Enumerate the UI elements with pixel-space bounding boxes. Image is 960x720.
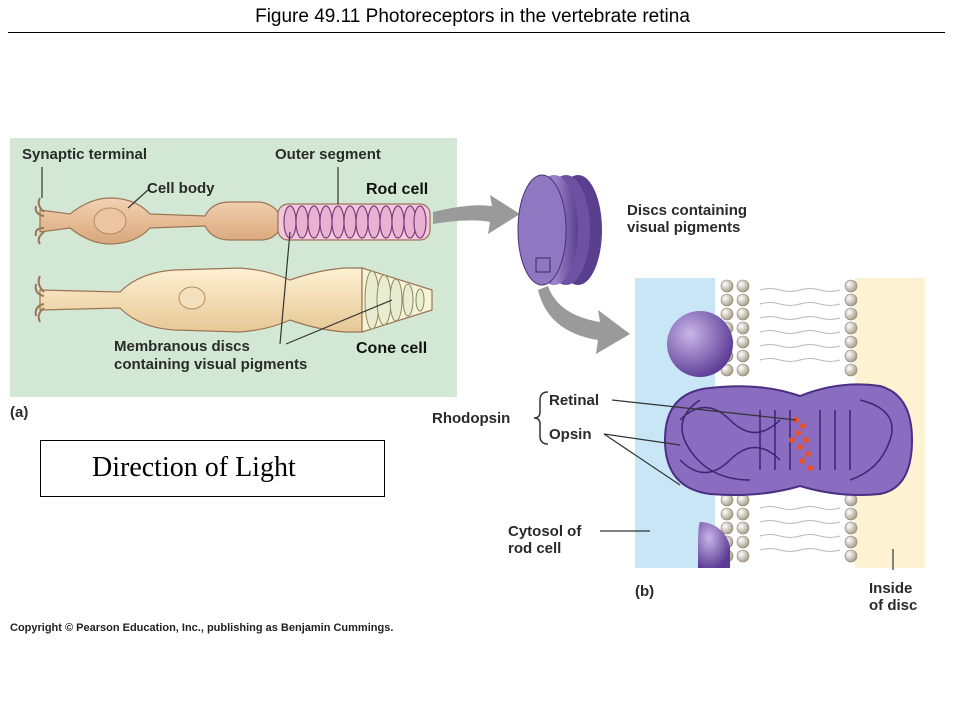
retinal-molecule xyxy=(789,417,813,471)
panel-a-background xyxy=(10,138,457,397)
rhodopsin-protein xyxy=(663,383,914,496)
panel-a-leader-lines xyxy=(41,167,393,345)
label-opsin: Opsin xyxy=(549,426,592,443)
figure-title: Figure 49.11 Photoreceptors in the verte… xyxy=(255,6,690,27)
panel-b-illustration xyxy=(635,278,925,568)
rhodopsin-brace xyxy=(533,391,549,445)
protein-sphere-bottom xyxy=(698,521,730,568)
label-cone-cell: Cone cell xyxy=(356,340,428,357)
label-cell-body: Cell body xyxy=(147,180,215,197)
protein-sphere-top xyxy=(667,311,733,377)
panel-b-leader-lines xyxy=(600,399,894,570)
rod-cell-illustration xyxy=(34,197,431,245)
cone-cell-illustration xyxy=(34,267,433,333)
copyright-notice: Copyright © Pearson Education, Inc., pub… xyxy=(10,622,394,634)
label-inside-2: of disc xyxy=(869,597,918,614)
title-divider xyxy=(8,32,945,33)
label-rhodopsin: Rhodopsin xyxy=(432,410,511,427)
label-membranous-discs-2: containing visual pigments xyxy=(114,356,308,373)
label-discs-2: visual pigments xyxy=(627,219,741,236)
discs-stack-illustration xyxy=(517,174,602,286)
label-cytosol-1: Cytosol of xyxy=(508,523,582,540)
arrow-to-discs xyxy=(433,195,520,234)
label-rod-cell: Rod cell xyxy=(366,181,429,198)
arrow-to-panel-b xyxy=(538,286,630,354)
opsin-helices xyxy=(679,399,893,481)
label-synaptic-terminal: Synaptic terminal xyxy=(22,146,148,163)
label-inside-1: Inside xyxy=(869,580,913,597)
label-outer-segment: Outer segment xyxy=(275,146,381,163)
label-panel-b: (b) xyxy=(635,583,655,600)
label-membranous-discs-1: Membranous discs xyxy=(114,338,250,355)
label-discs-1: Discs containing xyxy=(627,202,748,219)
direction-of-light-label: Direction of Light xyxy=(92,452,296,483)
label-panel-a: (a) xyxy=(10,404,29,421)
membrane-lipid-tails xyxy=(759,288,841,552)
label-retinal: Retinal xyxy=(549,392,600,409)
label-cytosol-2: rod cell xyxy=(508,540,562,557)
direction-of-light-box xyxy=(40,440,385,497)
